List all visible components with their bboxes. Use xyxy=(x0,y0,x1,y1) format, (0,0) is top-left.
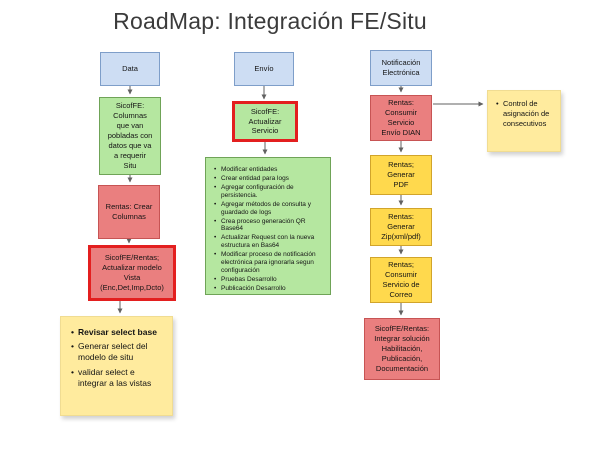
node-sicoffe-columnas: SicofFE: Columnas que van pobladas con d… xyxy=(99,97,161,175)
node-notificacion-label: Notificación Electrónica xyxy=(381,58,421,77)
task-item: Pruebas Desarrollo xyxy=(214,276,324,284)
node-rentas-generar-pdf: Rentas; Generar PDF xyxy=(370,155,432,195)
node-tareas-desarrollo: Modificar entidadesCrear entidad para lo… xyxy=(205,157,331,295)
node-data: Data xyxy=(100,52,160,86)
task-item: Modificar entidades xyxy=(214,166,324,174)
node-generar-pdf-label: Rentas; Generar PDF xyxy=(387,160,415,189)
node-sicoffe-columnas-label: SicofFE: Columnas que van pobladas con d… xyxy=(107,101,153,170)
task-item: Agregar configuración de persistencia. xyxy=(214,184,324,200)
task-item: Agregar métodos de consulta y guardado d… xyxy=(214,201,324,217)
note-control-consecutivos: Control de asignación de consecutivos xyxy=(487,90,561,152)
note-selects-item: validar select e integrar a las vistas xyxy=(71,367,164,389)
node-modelo-vista-label: SicofFE/Rentas; Actualizar modelo Vista … xyxy=(100,253,164,292)
node-sicoffe-rentas-modelo-vista: SicofFE/Rentas; Actualizar modelo Vista … xyxy=(88,245,176,301)
node-rentas-generar-zip: Rentas: Generar Zip(xml/pdf) xyxy=(370,208,432,246)
task-item: Actualizar Request con la nueva estructu… xyxy=(214,234,324,250)
note-revisar-selects: Revisar select baseGenerar select del mo… xyxy=(60,316,173,416)
note-selects-item: Generar select del modelo de situ xyxy=(71,341,164,363)
node-actualizar-servicio-label: SicofFE: Actualizar Servicio xyxy=(248,106,282,136)
node-rentas-consumir-dian: Rentas: Consumir Servicio Envío DIAN xyxy=(370,95,432,141)
node-envio-label: Envío xyxy=(254,64,274,74)
node-crear-columnas-label: Rentas: Crear Columnas xyxy=(105,202,153,221)
note-selects-item: Revisar select base xyxy=(71,327,164,338)
node-rentas-consumir-correo: Rentas; Consumir Servicio de Correo xyxy=(370,257,432,303)
task-item: Crear entidad para logs xyxy=(214,175,324,183)
task-item: Publicación Desarrollo xyxy=(214,285,324,293)
task-item: Modificar proceso de notificación electr… xyxy=(214,251,324,275)
node-notificacion-electronica: Notificación Electrónica xyxy=(370,50,432,86)
node-consumir-dian-label: Rentas: Consumir Servicio Envío DIAN xyxy=(381,98,421,137)
note-consecutivos-item: Control de asignación de consecutivos xyxy=(496,99,554,129)
node-sicoffe-actualizar-servicio: SicofFE: Actualizar Servicio xyxy=(232,101,298,142)
diagram-title: RoadMap: Integración FE/Situ xyxy=(113,8,427,34)
node-sicoffe-rentas-integrar: SicofFE/Rentas: Integrar solución Habili… xyxy=(364,318,440,380)
task-item: Crea proceso generación QR Base64 xyxy=(214,218,324,234)
node-envio: Envío xyxy=(234,52,294,86)
node-integrar-label: SicofFE/Rentas: Integrar solución Habili… xyxy=(374,324,430,373)
node-rentas-crear-columnas: Rentas: Crear Columnas xyxy=(98,185,160,239)
node-generar-zip-label: Rentas: Generar Zip(xml/pdf) xyxy=(381,212,421,241)
node-data-label: Data xyxy=(122,64,138,74)
node-consumir-correo-label: Rentas; Consumir Servicio de Correo xyxy=(382,260,420,299)
